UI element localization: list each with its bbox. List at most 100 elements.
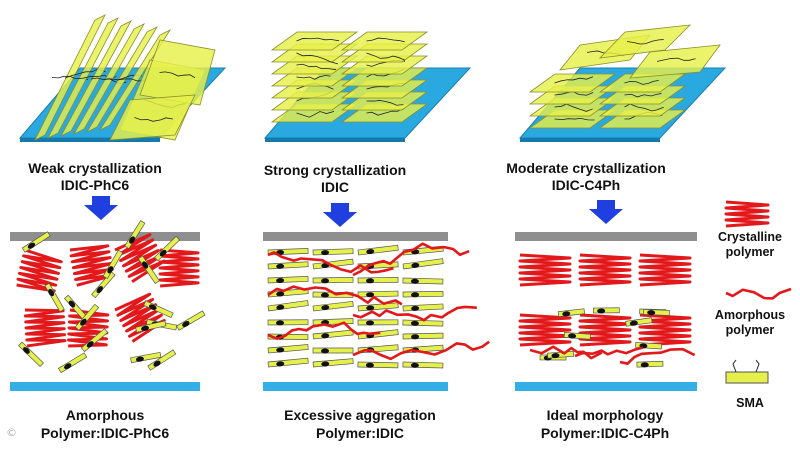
device-panel1-bottom-electrode [10, 382, 200, 391]
sma-panel1-6-sidechain [86, 341, 94, 348]
sma-panel3-10 [592, 307, 620, 314]
plate-panel3-stack2-3-molecule [624, 93, 662, 98]
sma-panel2-7-2 [312, 329, 354, 340]
legend-sma: SMA [736, 396, 764, 410]
plate-panel3-loose-3-molecule [626, 39, 664, 45]
plate-panel2-stack1-5-molecule [296, 63, 337, 71]
sma-panel2-5-4-sidechain [411, 305, 420, 311]
polymer-amorphous-panel2-1 [267, 251, 394, 274]
sma-panel2-7-2-sidechain [321, 333, 330, 339]
sma-panel2-2-4 [402, 258, 444, 270]
plate-panel1-side-3 [109, 94, 196, 141]
sma-panel2-7-4 [402, 332, 444, 340]
sma-panel1-11-sidechain [182, 321, 190, 327]
sma-panel1-12-sidechain [64, 363, 72, 370]
sma-panel2-4-1-sidechain [276, 291, 285, 297]
device-panel3-top-electrode [515, 232, 697, 241]
sma-panel2-6-3 [357, 319, 399, 326]
sma-panel2-4-3-sidechain [366, 292, 375, 298]
sma-panel2-4-3 [357, 290, 399, 298]
sma-panel2-9-4-sidechain [410, 362, 419, 368]
sma-panel2-5-2-sidechain [321, 305, 330, 311]
plate-panel2-stack1-7 [270, 31, 359, 51]
plate-panel3-stack1-2-molecule [554, 103, 593, 112]
sma-panel2-5-1 [267, 300, 309, 312]
legend-crystalline-line2: polymer [725, 245, 775, 259]
panel1-bottom-subtitle: Polymer:IDIC-PhC6 [40, 425, 170, 441]
plate-panel3-stack1-4-molecule [554, 76, 594, 84]
plate-panel2-stack2-7 [340, 31, 429, 51]
device-panel2-top-electrode [263, 232, 448, 241]
sma-panel2-2-4-sidechain [411, 262, 420, 268]
polymer-crystalline-panel1-6 [66, 308, 110, 348]
polymer-amorphous-panel3-1 [529, 345, 603, 360]
sma-panel2-3-1-sidechain [276, 277, 285, 284]
panel2-top-title: Strong crystallization [263, 162, 407, 178]
sma-panel2-4-4 [402, 290, 444, 298]
sma-panel2-3-2-sidechain [321, 278, 330, 284]
arrow-panel2 [323, 203, 357, 227]
sma-panel2-4-4-sidechain [411, 292, 420, 298]
sma-panel1-2-sidechain [142, 261, 149, 269]
sma-panel1-13-sidechain [141, 325, 149, 331]
substrate-panel1-edge [20, 138, 160, 142]
polymer-amorphous-panel2-3 [267, 285, 403, 306]
polymer-crystalline-panel1-1 [16, 248, 63, 293]
sma-panel2-7-4-sidechain [411, 334, 420, 340]
polymer-crystalline-panel1-5 [23, 308, 67, 348]
sma-panel1-8-sidechain [80, 318, 87, 326]
sma-panel2-6-1-sidechain [276, 320, 285, 326]
panel1-top-title: Weak crystallization [28, 160, 162, 176]
sma-panel3-1-sidechain [568, 333, 577, 339]
plate-panel2-stack1-7-molecule [296, 37, 340, 42]
sma-panel1-11 [176, 310, 206, 331]
sma-panel3-8-sidechain [647, 310, 656, 316]
sma-panel2-5-3 [357, 302, 399, 312]
plate-panel3-stack1-4 [528, 73, 617, 93]
legend-amorphous-polymer-icon [725, 287, 792, 300]
legend-amorphous-line2: polymer [725, 323, 775, 337]
sma-panel2-1-3-sidechain [366, 249, 375, 255]
sma-panel2-9-4 [402, 361, 444, 369]
plate-panel3-loose-3 [598, 24, 692, 59]
substrate-panel2-edge [265, 138, 405, 142]
sma-panel2-8-1 [267, 344, 309, 354]
plate-panel1-side-3-molecule [134, 117, 173, 122]
panel3-bottom-title: Ideal morphology [546, 407, 664, 423]
sma-panel2-1-2-sidechain [321, 250, 330, 256]
sma-panel2-3-1 [267, 275, 309, 284]
sma-panel1-16-sidechain [129, 236, 136, 244]
sma-panel2-3-3 [357, 276, 399, 284]
sma-panel3-9-sidechain [562, 311, 571, 317]
sma-panel2-8-2 [312, 347, 354, 354]
panel3-top-title: Moderate crystallization [506, 160, 666, 176]
polymer-crystalline-panel1-4 [158, 248, 200, 288]
device-panel1-top-electrode [10, 232, 200, 241]
plate-panel3-loose-2-molecule [656, 57, 696, 62]
sma-panel3-5-sidechain [551, 353, 560, 359]
sma-panel2-9-1-sidechain [276, 361, 285, 367]
sma-panel3-6-sidechain [629, 320, 638, 326]
sma-panel2-8-1-sidechain [276, 347, 285, 353]
sma-panel2-6-4-sidechain [410, 320, 419, 326]
sma-panel2-5-3-sidechain [366, 305, 375, 311]
legend-sma-icon [725, 371, 769, 384]
plate-panel2-stack1-4-molecule [296, 75, 331, 80]
plate-panel3-stack2-4-molecule [624, 79, 659, 85]
sma-panel2-3-3-sidechain [366, 278, 375, 284]
sma-panel2-6-3-sidechain [366, 320, 375, 326]
sma-panel2-3-4 [402, 277, 444, 285]
panel2-bottom-title: Excessive aggregation [284, 407, 436, 423]
sma-panel1-17 [44, 282, 65, 313]
sma-panel1-3-sidechain [153, 360, 161, 367]
substrate-panel3-edge [520, 138, 660, 142]
polymer-crystalline-panel1-7 [114, 292, 166, 343]
sma-panel3-7 [636, 360, 664, 368]
sma-panel1-10-sidechain [107, 266, 114, 274]
sma-panel1-18-sidechain [27, 242, 36, 249]
polymer-crystalline-panel3-2 [578, 253, 632, 287]
plate-panel2-stack2-7-molecule [366, 37, 405, 43]
polymer-amorphous-panel2-5 [267, 321, 381, 340]
polymer-crystalline-panel3-1 [518, 253, 572, 287]
